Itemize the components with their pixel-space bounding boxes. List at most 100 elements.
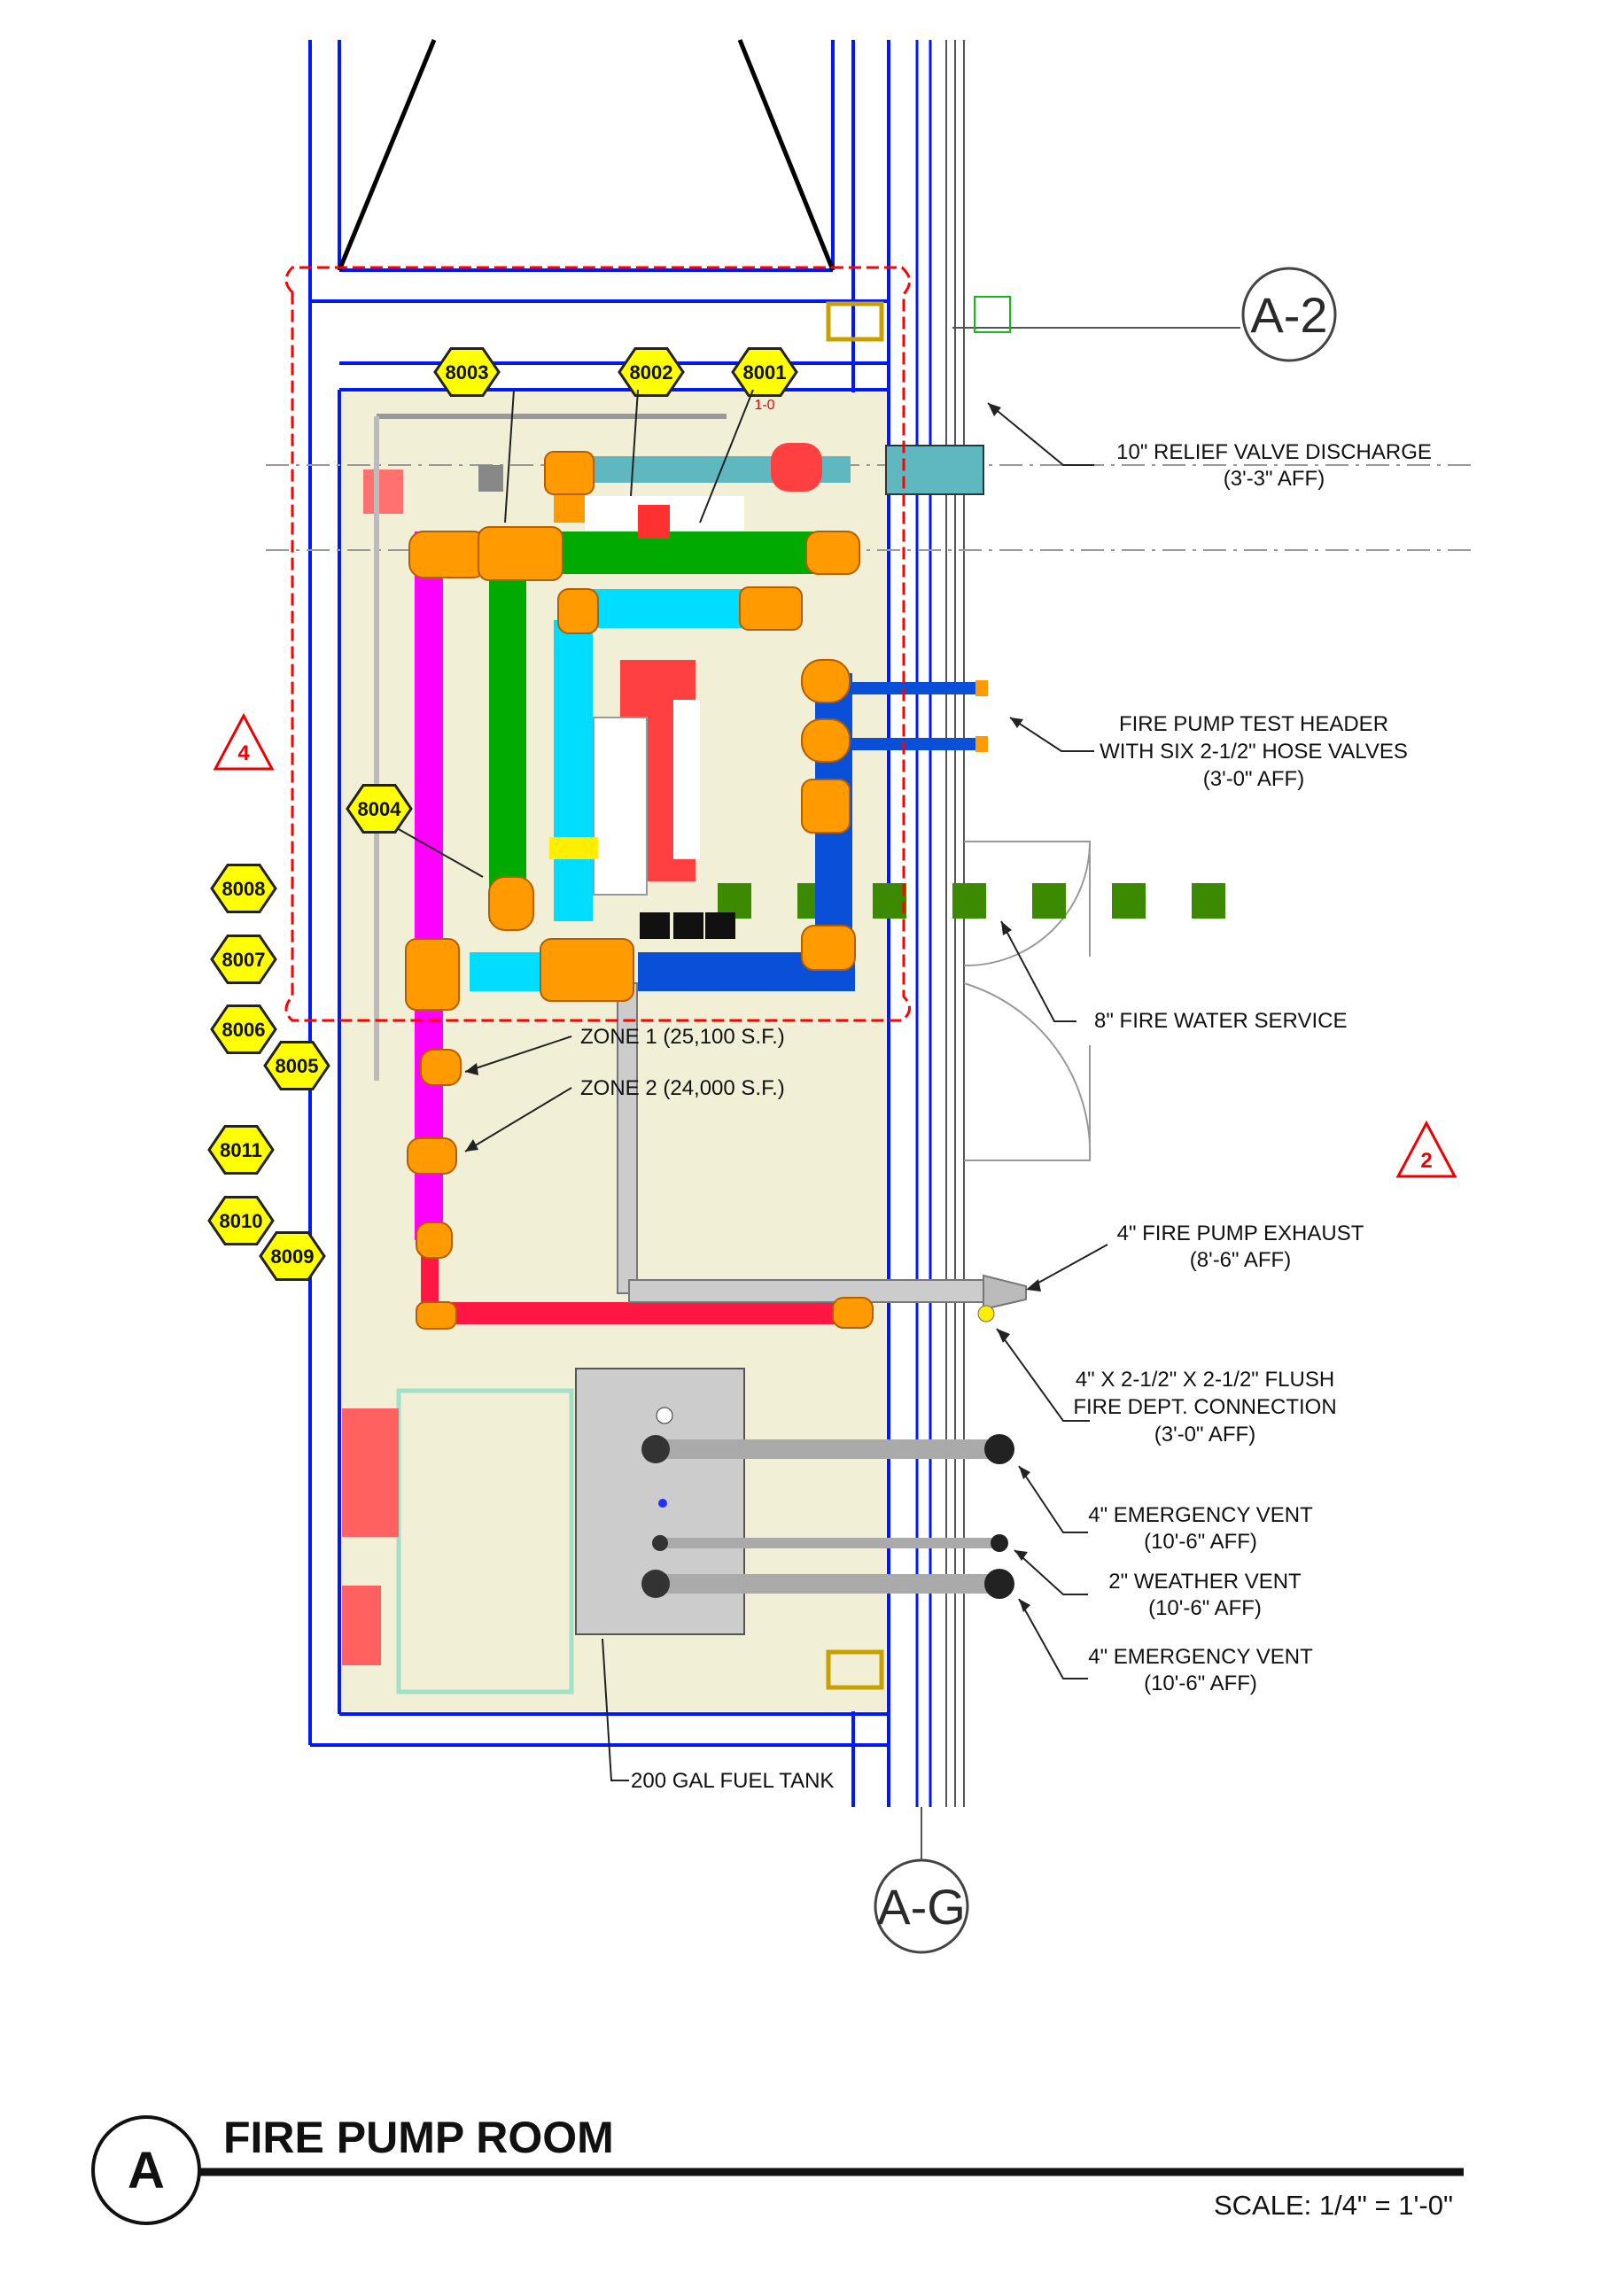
vent-cap-3 <box>984 1569 1014 1599</box>
equipment-tag-label-8009: 8009 <box>271 1245 315 1268</box>
equipment-tag-8001 <box>731 347 798 397</box>
callout-emergency-vent-1: 4" EMERGENCY VENT (10'-6" AFF) <box>1088 1503 1313 1554</box>
revision-triangle-4: 4 <box>213 712 275 771</box>
pipe-fittings <box>405 451 874 1330</box>
leader-arrowheads <box>465 403 1041 1612</box>
svg-text:(10'-6" AFF): (10'-6" AFF) <box>1144 1530 1257 1554</box>
equipment-tag-label-8002: 8002 <box>630 361 673 384</box>
equipment-tag-label-8008: 8008 <box>222 878 266 900</box>
svg-text:(3'-0" AFF): (3'-0" AFF) <box>1203 767 1304 791</box>
callout-weather-vent: 2" WEATHER VENT (10'-6" AFF) <box>1108 1570 1302 1620</box>
equipment-tag-label-8001: 8001 <box>743 361 787 384</box>
tank-containment <box>396 1388 574 1695</box>
callout-relief-valve: 10" RELIEF VALVE DISCHARGE (3'-3" AFF) <box>1116 440 1432 491</box>
valve-black-2 <box>673 912 703 939</box>
callout-fire-water-service: 8" FIRE WATER SERVICE <box>1094 1009 1347 1033</box>
vent-cap-1 <box>984 1434 1014 1464</box>
equipment-tag-label-8010: 8010 <box>220 1210 263 1232</box>
equipment-tag-label-8011: 8011 <box>220 1139 262 1161</box>
svg-text:4: 4 <box>237 741 250 765</box>
revision-triangle-2: 2 <box>1395 1120 1457 1178</box>
vent-cap-2 <box>991 1534 1008 1552</box>
upper-truss <box>337 39 835 271</box>
svg-text:4" X 2-1/2" X 2-1/2" FLUSH: 4" X 2-1/2" X 2-1/2" FLUSH <box>1076 1368 1334 1392</box>
callout-exhaust: 4" FIRE PUMP EXHAUST (8'-6" AFF) <box>1117 1222 1364 1272</box>
control-box <box>478 465 503 492</box>
hose-valve-2 <box>975 736 988 752</box>
equipment-tag-8002 <box>618 347 685 397</box>
grid-label-ag: A-G <box>877 1879 966 1935</box>
relief-valve-body <box>771 443 822 492</box>
door-swing <box>963 841 1092 1161</box>
svg-text:10" RELIEF VALVE DISCHARGE: 10" RELIEF VALVE DISCHARGE <box>1116 440 1432 464</box>
vent-pipe-1 <box>656 1439 1010 1459</box>
grid-bubble-ag: A-G <box>874 1807 969 1954</box>
fuel-panel-2 <box>342 1586 381 1665</box>
callout-test-header: FIRE PUMP TEST HEADER WITH SIX 2-1/2" HO… <box>1100 712 1408 791</box>
exterior-wall-lines <box>945 40 965 1807</box>
equipment-tag-label-8004: 8004 <box>358 798 402 820</box>
vent-pipe-3 <box>656 1574 1010 1594</box>
fuel-panel-1 <box>342 1408 399 1537</box>
equipment-tag-8006 <box>210 1004 277 1054</box>
svg-text:WITH SIX 2-1/2" HOSE VALVES: WITH SIX 2-1/2" HOSE VALVES <box>1100 740 1408 764</box>
svg-text:4" EMERGENCY VENT: 4" EMERGENCY VENT <box>1088 1503 1313 1527</box>
equipment-tag-8008 <box>210 864 277 913</box>
svg-text:2: 2 <box>1420 1149 1432 1173</box>
svg-text:(3'-0" AFF): (3'-0" AFF) <box>1154 1423 1255 1447</box>
equipment-tags: 8001 8002 8003 8004 8005 8006 8007 8008 8009 8010… <box>207 347 798 1281</box>
equipment-tag-label-8006: 8006 <box>222 1019 266 1041</box>
callout-emergency-vent-2: 4" EMERGENCY VENT (10'-6" AFF) <box>1088 1645 1313 1695</box>
fire-pump-equipment <box>363 414 822 1081</box>
hose-valve-1 <box>975 680 988 696</box>
valve-black-3 <box>705 912 735 939</box>
drawing-title: FIRE PUMP ROOM <box>223 2113 614 2162</box>
svg-text:(10'-6" AFF): (10'-6" AFF) <box>1148 1596 1262 1620</box>
suction-pipe <box>415 531 443 1240</box>
svg-text:(8'-6" AFF): (8'-6" AFF) <box>1190 1248 1291 1272</box>
equipment-tag-8001-sublabel: 1-0 <box>754 398 774 413</box>
grid-label-a2: A-2 <box>1250 287 1327 343</box>
equipment-tag-8007 <box>210 935 277 984</box>
svg-text:FIRE PUMP TEST HEADER: FIRE PUMP TEST HEADER <box>1119 712 1388 736</box>
fuel-tank <box>342 1368 1014 1695</box>
vent-pipe-2 <box>660 1538 1001 1548</box>
fdc-cap <box>977 1305 995 1323</box>
discharge-pipe-horizontal <box>549 531 842 574</box>
equipment-tag-label-8005: 8005 <box>276 1055 319 1077</box>
test-header-branch-1 <box>851 682 983 694</box>
equipment-tag-8011 <box>207 1125 275 1175</box>
section-lines <box>266 464 1471 551</box>
equipment-tag-label-8007: 8007 <box>222 949 266 971</box>
callout-zone-2: ZONE 2 (24,000 S.F.) <box>580 1076 785 1100</box>
svg-text:FIRE DEPT. CONNECTION: FIRE DEPT. CONNECTION <box>1073 1395 1336 1419</box>
equipment-tag-label-8003: 8003 <box>446 361 489 384</box>
grid-bubble-a2: A-2 <box>952 267 1337 362</box>
equipment-tag-8005 <box>263 1041 330 1090</box>
svg-text:(10'-6" AFF): (10'-6" AFF) <box>1144 1672 1257 1695</box>
title-block: A FIRE PUMP ROOM SCALE: 1/4" = 1'-0" <box>91 2113 1464 2225</box>
discharge-pipe-vertical <box>489 540 526 921</box>
equipment-tag-8009 <box>259 1231 326 1281</box>
title-bubble-letter: A <box>128 2142 165 2199</box>
revision-cloud <box>284 266 911 1022</box>
exhaust-pipe-horizontal <box>628 1279 984 1303</box>
svg-text:2" WEATHER VENT: 2" WEATHER VENT <box>1108 1570 1302 1594</box>
fire-water-service-line <box>718 883 1225 919</box>
svg-text:4" FIRE PUMP EXHAUST: 4" FIRE PUMP EXHAUST <box>1117 1222 1364 1245</box>
floor-drains <box>826 301 884 1690</box>
leader-lines <box>396 389 1108 1781</box>
svg-text:(3'-3" AFF): (3'-3" AFF) <box>1224 467 1325 491</box>
valve-black-1 <box>640 912 670 939</box>
callout-zone-1: ZONE 1 (25,100 S.F.) <box>580 1025 785 1049</box>
svg-text:4" EMERGENCY VENT: 4" EMERGENCY VENT <box>1088 1645 1313 1669</box>
equipment-tag-8010 <box>207 1196 275 1245</box>
equipment-tag-8003 <box>433 347 501 397</box>
jockey-pump <box>363 469 403 514</box>
cyan-pipe-vertical <box>554 620 593 921</box>
equipment-tag-8004 <box>346 784 413 834</box>
test-header-branch-2 <box>851 738 983 750</box>
callout-fuel-tank: 200 GAL FUEL TANK <box>631 1769 834 1793</box>
drawing-scale: SCALE: 1/4" = 1'-0" <box>1214 2190 1453 2221</box>
